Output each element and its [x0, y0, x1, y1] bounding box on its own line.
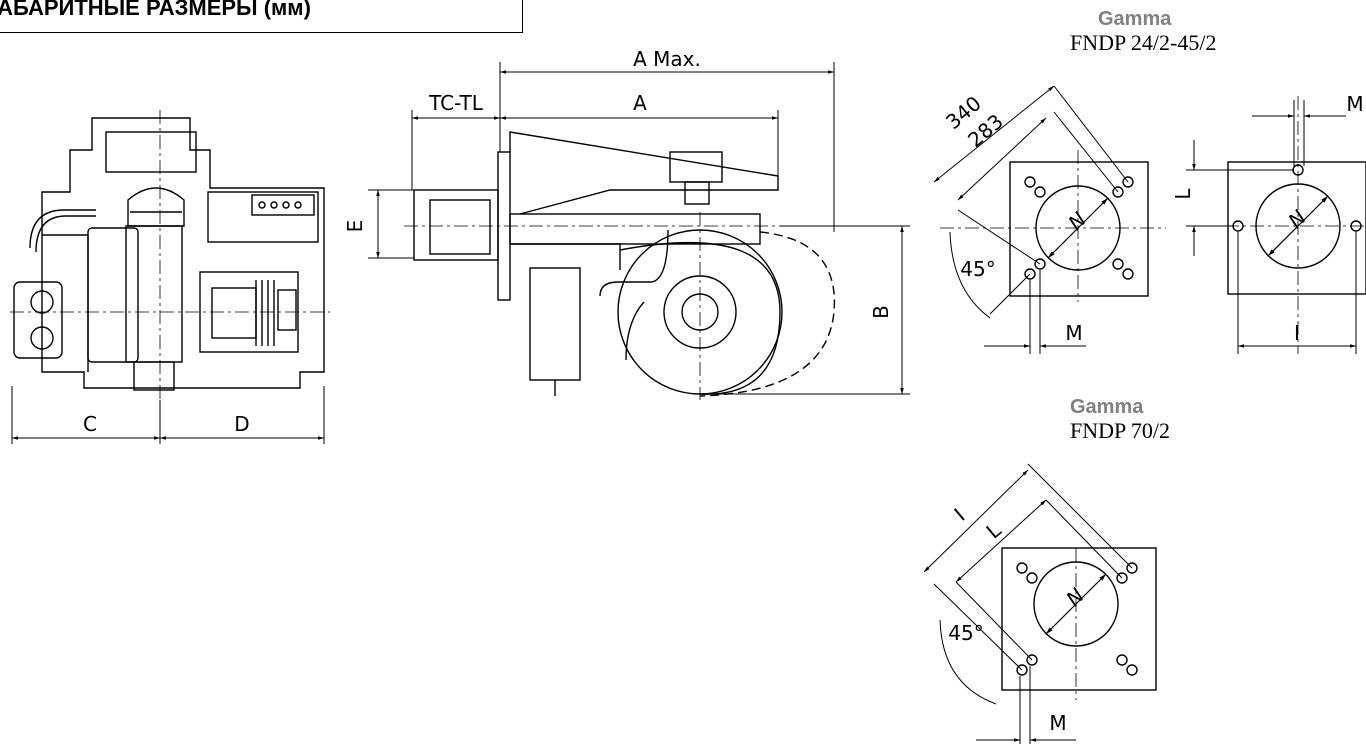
dim-label-n-bottom: N — [1061, 583, 1089, 611]
burner-side-view — [10, 110, 330, 400]
dim-label-l-right: L — [1171, 188, 1195, 200]
dim-label-e: E — [343, 220, 367, 233]
header-frame — [0, 0, 523, 33]
dim-label-i-right: I — [1294, 321, 1300, 345]
flange-plate-bottom — [1001, 547, 1157, 691]
angle-label-bottom: 45° — [948, 621, 983, 645]
dim-label-m-top: M — [1065, 321, 1082, 345]
model-label-top: FNDP 24/2-45/2 — [1070, 30, 1217, 55]
dim-label-a-max: A Max. — [633, 47, 701, 71]
dim-label-tc-tl: TC-TL — [428, 91, 484, 115]
burner-front-view — [404, 131, 840, 400]
dim-label-a: A — [633, 91, 647, 115]
dim-label-b: B — [869, 305, 893, 319]
dim-label-c: C — [83, 412, 97, 436]
series-label-top: Gamma — [1098, 8, 1172, 30]
dim-label-n-top: N — [1063, 207, 1091, 235]
model-label-bottom: FNDP 70/2 — [1070, 418, 1171, 443]
angle-label-top: 45° — [960, 257, 995, 281]
dim-label-n-right: N — [1283, 205, 1311, 233]
front-view-dimensions — [368, 62, 910, 395]
flange-right-dimensions — [1186, 96, 1366, 354]
series-label-bottom: Gamma — [1070, 396, 1144, 418]
dim-label-d: D — [234, 412, 249, 436]
page-title: ГАБАРИТНЫЕ РАЗМЕРЫ (мм) — [0, 0, 311, 20]
dim-label-i-bottom: I — [950, 504, 970, 526]
flange-top-dimensions — [933, 85, 1166, 354]
dim-label-m-right: M — [1346, 92, 1363, 116]
side-view-dimensions — [11, 386, 325, 444]
flange-bottom-dimensions — [923, 463, 1133, 744]
dim-label-m-bottom: M — [1049, 711, 1066, 735]
